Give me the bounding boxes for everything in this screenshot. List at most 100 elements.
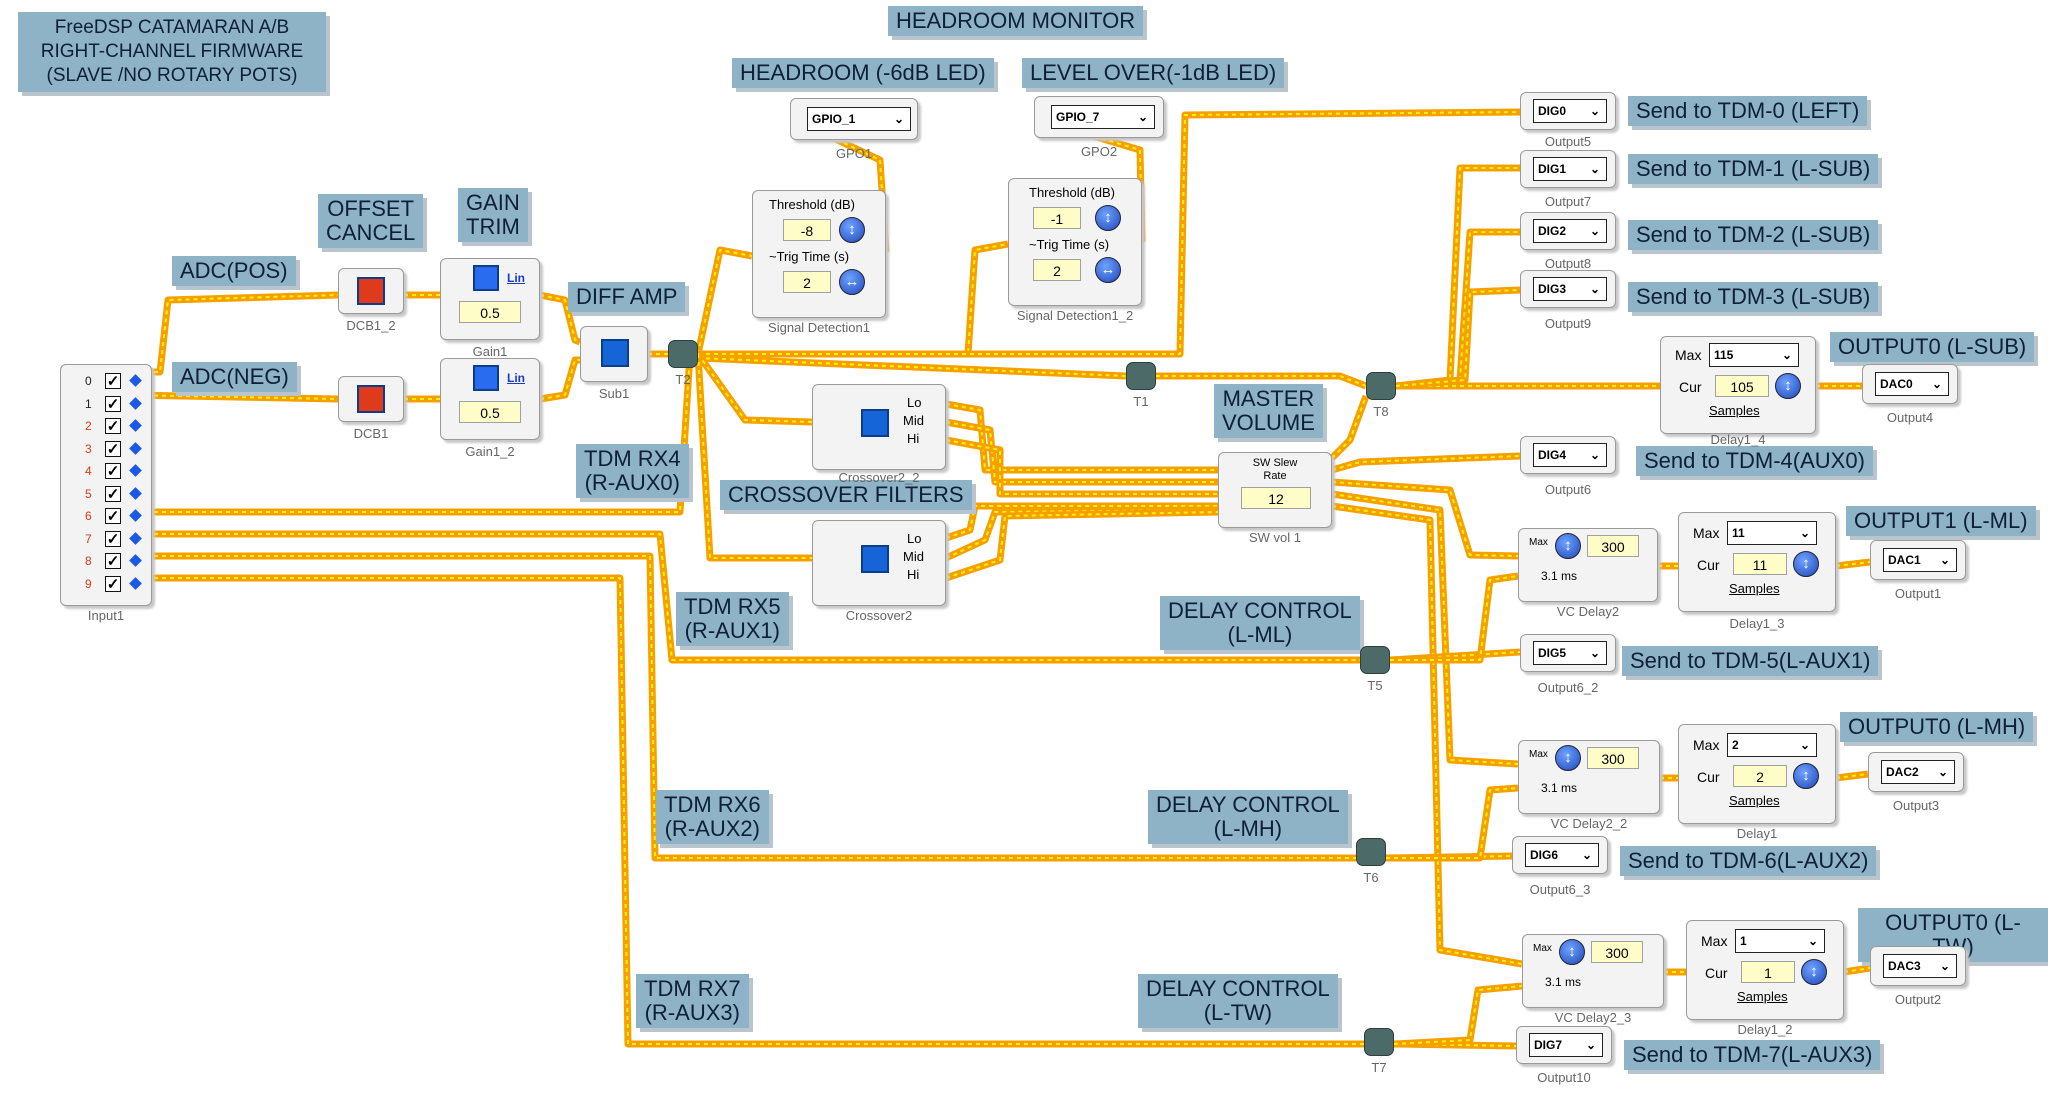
threshold-value[interactable]: -1 (1033, 207, 1081, 229)
input-channel-pin[interactable] (129, 441, 142, 455)
vc-delay-knob-icon[interactable]: ↕ (1555, 745, 1581, 771)
crossover2-2-block[interactable]: Lo Mid Hi (812, 384, 946, 470)
output10-block[interactable]: DIG7⌄ (1516, 1026, 1612, 1064)
delay-unit-link[interactable]: Samples (1729, 793, 1780, 808)
delay-cur-value[interactable]: 2 (1733, 765, 1787, 787)
output9-select[interactable]: DIG3⌄ (1533, 277, 1607, 301)
vc-delay-knob-icon[interactable]: ↕ (1555, 533, 1581, 559)
input-channel-checkbox[interactable]: ✓ (105, 530, 121, 548)
input-channel-checkbox[interactable]: ✓ (105, 553, 121, 570)
delay1-4-block[interactable]: Max 115⌄ Cur 105 ↕ Samples (1660, 336, 1816, 434)
vc-delay-value[interactable]: 300 (1587, 535, 1639, 557)
dcb1-2-block[interactable] (338, 268, 404, 314)
gain-mode-link[interactable]: Lin (507, 371, 525, 385)
output8-select[interactable]: DIG2⌄ (1533, 219, 1607, 243)
vc-delay-knob-icon[interactable]: ↕ (1559, 939, 1585, 965)
signal-detection1-block[interactable]: Threshold (dB) -8 ↕ ~Trig Time (s) 2 ↔ (752, 190, 886, 318)
output5-block[interactable]: DIG0⌄ (1520, 92, 1616, 130)
output5-select[interactable]: DIG0⌄ (1533, 99, 1607, 123)
input-channel-checkbox[interactable]: ✓ (105, 463, 121, 480)
delay-unit-link[interactable]: Samples (1737, 989, 1788, 1004)
delay-unit-link[interactable]: Samples (1709, 403, 1760, 418)
gain1-block[interactable]: Lin 0.5 (440, 258, 540, 340)
output4-block[interactable]: DAC0⌄ (1862, 364, 1958, 404)
vc-delay2-3-block[interactable]: Max ↕ 300 3.1 ms (1522, 934, 1664, 1008)
sw-vol1-value[interactable]: 12 (1241, 487, 1311, 509)
output6-3-block[interactable]: DIG6⌄ (1512, 836, 1608, 874)
output3-select[interactable]: DAC2⌄ (1881, 760, 1955, 784)
gain1-value[interactable]: 0.5 (459, 301, 521, 323)
output6-2-block[interactable]: DIG5⌄ (1520, 634, 1616, 672)
input-channel-checkbox[interactable]: ✓ (105, 395, 121, 413)
input-channel-pin[interactable] (129, 396, 142, 410)
gpo2-block[interactable]: GPIO_7⌄ (1034, 96, 1164, 138)
trig-time-knob-icon[interactable]: ↔ (839, 269, 865, 295)
delay1-3-block[interactable]: Max 11⌄ Cur 11 ↕ Samples (1678, 512, 1836, 612)
input-channel-checkbox[interactable]: ✓ (105, 373, 121, 390)
gain1-2-value[interactable]: 0.5 (459, 401, 521, 423)
vc-delay-value[interactable]: 300 (1591, 941, 1643, 963)
input-channel-pin[interactable] (129, 576, 142, 590)
output1-block[interactable]: DAC1⌄ (1870, 540, 1966, 580)
input-channel-pin[interactable] (129, 531, 142, 545)
output4-select[interactable]: DAC0⌄ (1875, 372, 1949, 396)
delay1-2-block[interactable]: Max 1⌄ Cur 1 ↕ Samples (1686, 920, 1844, 1020)
gpo1-block[interactable]: GPIO_1⌄ (790, 98, 918, 140)
junction-t6[interactable] (1356, 838, 1386, 866)
input-channel-checkbox[interactable]: ✓ (105, 440, 121, 458)
output6-2-select[interactable]: DIG5⌄ (1533, 641, 1607, 665)
output6-block[interactable]: DIG4⌄ (1520, 436, 1616, 474)
output7-block[interactable]: DIG1⌄ (1520, 150, 1616, 188)
delay-knob-icon[interactable]: ↕ (1801, 959, 1827, 985)
delay-cur-value[interactable]: 105 (1715, 375, 1769, 397)
delay-knob-icon[interactable]: ↕ (1793, 551, 1819, 577)
delay-max-select[interactable]: 1⌄ (1735, 929, 1825, 953)
delay-max-select[interactable]: 115⌄ (1709, 343, 1799, 367)
delay-knob-icon[interactable]: ↕ (1775, 373, 1801, 399)
input-channel-pin[interactable] (129, 419, 142, 432)
output10-select[interactable]: DIG7⌄ (1529, 1033, 1603, 1057)
vc-delay-value[interactable]: 300 (1587, 747, 1639, 769)
input-channel-pin[interactable] (129, 374, 142, 387)
junction-t2[interactable] (668, 340, 698, 368)
output3-block[interactable]: DAC2⌄ (1868, 752, 1964, 792)
output6-select[interactable]: DIG4⌄ (1533, 443, 1607, 467)
junction-t5[interactable] (1360, 646, 1390, 674)
input-channel-pin[interactable] (129, 486, 142, 500)
junction-t8[interactable] (1366, 372, 1396, 400)
trig-time-value[interactable]: 2 (1033, 259, 1081, 281)
junction-t1[interactable] (1126, 362, 1156, 390)
gain-mode-link[interactable]: Lin (507, 271, 525, 285)
gpo2-select[interactable]: GPIO_7⌄ (1051, 105, 1155, 129)
delay-cur-value[interactable]: 11 (1733, 553, 1787, 575)
threshold-knob-icon[interactable]: ↕ (1095, 205, 1121, 231)
delay-cur-value[interactable]: 1 (1741, 961, 1795, 983)
delay-knob-icon[interactable]: ↕ (1793, 763, 1819, 789)
delay-max-select[interactable]: 11⌄ (1727, 521, 1817, 545)
output2-block[interactable]: DAC3⌄ (1870, 946, 1966, 986)
input-channel-checkbox[interactable]: ✓ (105, 418, 121, 435)
vc-delay2-2-block[interactable]: Max ↕ 300 3.1 ms (1518, 740, 1660, 814)
trig-time-value[interactable]: 2 (783, 271, 831, 293)
output9-block[interactable]: DIG3⌄ (1520, 270, 1616, 308)
output7-select[interactable]: DIG1⌄ (1533, 157, 1607, 181)
output8-block[interactable]: DIG2⌄ (1520, 212, 1616, 250)
threshold-value[interactable]: -8 (783, 219, 831, 241)
input-block[interactable]: 0✓1✓2✓3✓4✓5✓6✓7✓8✓9✓ (60, 364, 152, 606)
crossover2-block[interactable]: Lo Mid Hi (812, 520, 946, 606)
input-channel-checkbox[interactable]: ✓ (105, 575, 121, 593)
input-channel-checkbox[interactable]: ✓ (105, 485, 121, 503)
gpo1-select[interactable]: GPIO_1⌄ (807, 107, 911, 131)
gain1-2-block[interactable]: Lin 0.5 (440, 358, 540, 440)
input-channel-pin[interactable] (129, 554, 142, 567)
input-channel-pin[interactable] (129, 464, 142, 477)
signal-detection1-2-block[interactable]: Threshold (dB) -1 ↕ ~Trig Time (s) 2 ↔ (1008, 178, 1142, 306)
threshold-knob-icon[interactable]: ↕ (839, 217, 865, 243)
sub1-block[interactable] (580, 326, 648, 382)
delay-max-select[interactable]: 2⌄ (1727, 733, 1817, 757)
delay1-block[interactable]: Max 2⌄ Cur 2 ↕ Samples (1678, 724, 1836, 824)
vc-delay2-block[interactable]: Max ↕ 300 3.1 ms (1518, 528, 1658, 602)
input-channel-pin[interactable] (129, 509, 142, 522)
input-channel-checkbox[interactable]: ✓ (105, 508, 121, 525)
trig-time-knob-icon[interactable]: ↔ (1095, 257, 1121, 283)
